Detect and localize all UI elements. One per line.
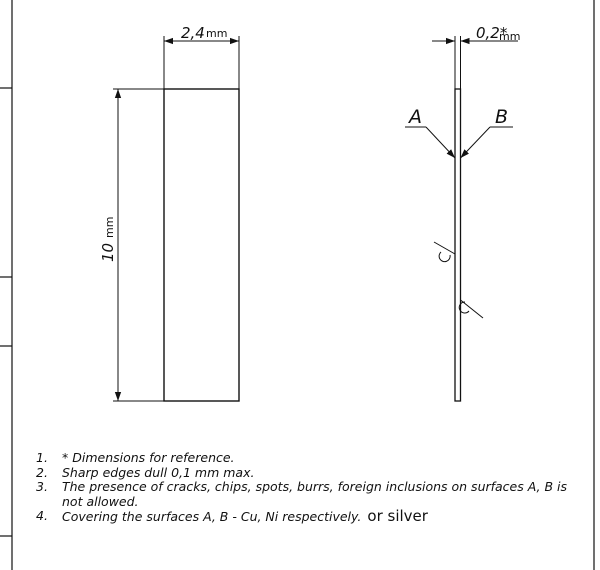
height-value: 10 <box>99 243 117 262</box>
note-text: Sharp edges dull 0,1 mm max. <box>62 464 255 480</box>
thickness-unit: mm <box>499 30 520 43</box>
note-number: 2. <box>36 464 48 480</box>
note-item: 1. * Dimensions for reference. <box>36 450 576 466</box>
note-text: The presence of cracks, chips, spots, bu… <box>62 479 567 509</box>
surface-a-label: A <box>407 106 422 128</box>
surface-a-leader <box>425 126 456 159</box>
edge-symbol-right <box>458 299 484 319</box>
side-view: 0,2* mm A B <box>405 24 520 402</box>
note-item: 3. The presence of cracks, chips, spots, … <box>36 479 576 509</box>
height-unit: mm <box>103 217 116 238</box>
note-number: 4. <box>36 508 48 523</box>
note-text: * Dimensions for reference. <box>62 450 235 465</box>
note-text: Covering the surfaces A, B - Cu, Ni resp… <box>62 509 362 524</box>
note-item: 4. Covering the surfaces A, B - Cu, Ni re… <box>36 507 576 525</box>
part-outline-side <box>454 88 462 402</box>
surface-b-leader <box>460 126 491 159</box>
part-outline-front <box>163 88 240 402</box>
width-unit: mm <box>206 27 227 40</box>
front-view: 2,4 mm 10 mm <box>99 24 240 402</box>
surface-b-label: B <box>495 106 508 128</box>
note-number: 3. <box>36 479 48 494</box>
note-extra-text: or silver <box>367 507 428 525</box>
edge-symbol-left <box>433 241 456 263</box>
width-value: 2,4 <box>181 24 205 42</box>
notes-list: 1. * Dimensions for reference. 2. Sharp ed… <box>36 450 576 525</box>
note-item: 2. Sharp edges dull 0,1 mm max. <box>36 464 576 481</box>
note-number: 1. <box>36 450 48 465</box>
thickness-value: 0,2* <box>476 24 508 42</box>
